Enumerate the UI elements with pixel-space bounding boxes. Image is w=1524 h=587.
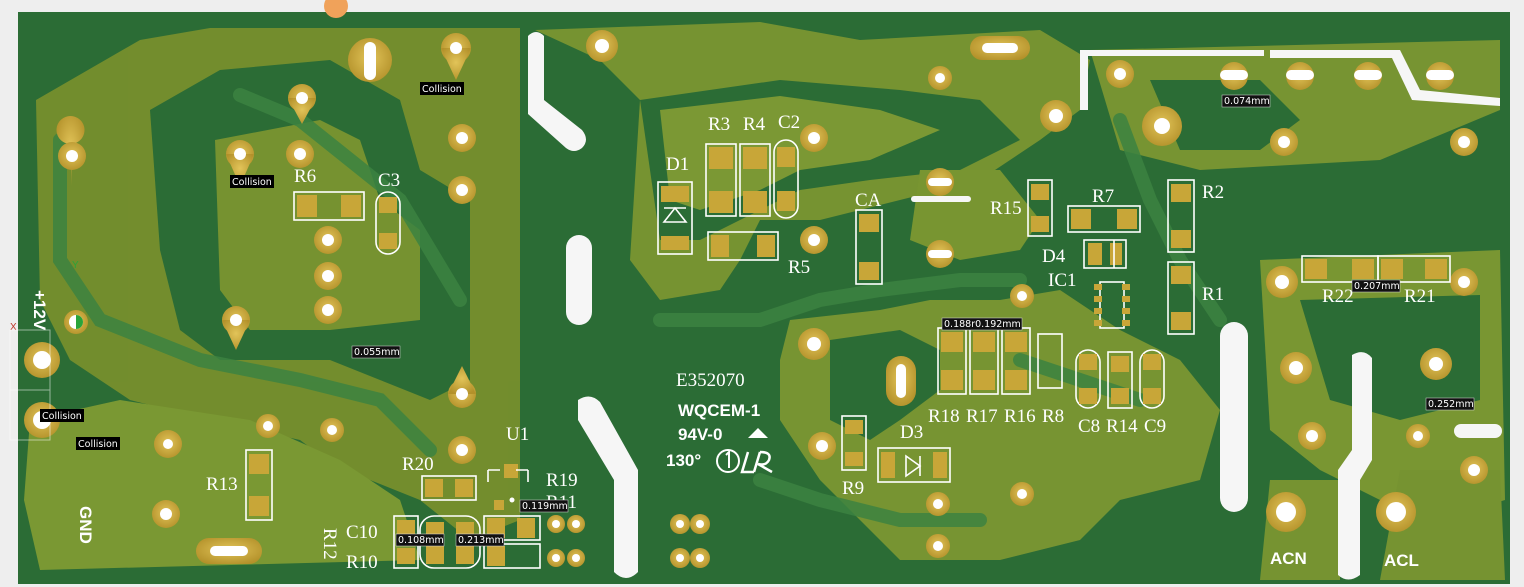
marking-acn: ACN	[1270, 549, 1307, 568]
label-c3: C3	[378, 170, 400, 191]
label-ic1: IC1	[1048, 270, 1077, 291]
measure-252: 0.252mm	[1428, 399, 1474, 410]
label-r7: R7	[1092, 186, 1114, 207]
collision-1: Collision	[422, 84, 462, 95]
cursor-marker	[324, 0, 348, 18]
measure-213: 0.213mm	[458, 535, 504, 546]
label-c9: C9	[1144, 416, 1166, 437]
label-c2: C2	[778, 112, 800, 133]
label-r17: R17	[966, 406, 998, 427]
label-d3: D3	[900, 422, 923, 443]
label-r19: R19	[546, 470, 578, 491]
copper-traces	[53, 88, 1227, 527]
through-hole-pads	[24, 30, 1488, 568]
collision-3: Collision	[42, 411, 82, 422]
axis-y-label: Y	[72, 260, 79, 271]
label-r13: R13	[206, 474, 238, 495]
label-r8: R8	[1042, 406, 1064, 427]
label-r22: R22	[1322, 286, 1354, 307]
collision-tags: Collision Collision Collision Collision	[40, 82, 464, 450]
label-r14: R14	[1106, 416, 1138, 437]
marking-gnd: GND	[76, 506, 95, 544]
label-r18: R18	[928, 406, 960, 427]
label-r10: R10	[346, 552, 378, 573]
silkscreen-labels: R3 R4 C2 D1 R6 C3 R5 CA R15 R7 R2 D4 IC1…	[206, 112, 1436, 573]
collision-2: Collision	[232, 177, 272, 188]
label-r16: R16	[1004, 406, 1036, 427]
label-r3: R3	[708, 114, 730, 135]
label-ca: CA	[855, 190, 882, 211]
label-u1: U1	[506, 424, 529, 445]
label-d1: D1	[666, 154, 689, 175]
marking-acl: ACL	[1384, 551, 1419, 570]
origin-marker: Y X	[10, 260, 83, 333]
label-r20: R20	[402, 454, 434, 475]
measure-074: 0.074mm	[1224, 96, 1270, 107]
measure-188: 0.188r0.192mm	[944, 319, 1021, 330]
label-r21: R21	[1404, 286, 1436, 307]
label-r6: R6	[294, 166, 316, 187]
marking-flammability: 94V-0	[678, 425, 722, 444]
axis-x-label: X	[10, 322, 17, 333]
recycle-one-icon	[716, 449, 740, 473]
measurement-tags: 0.074mm 0.055mm 0.188r0.192mm 0.207mm 0.…	[351, 94, 1475, 547]
smd-components	[245, 139, 1451, 569]
marking-cert: E352070	[676, 370, 745, 391]
label-r2: R2	[1202, 182, 1224, 203]
marking-plus12v: +12V	[30, 290, 49, 331]
label-d4: D4	[1042, 246, 1066, 267]
board-slots	[528, 32, 1502, 580]
label-c10: C10	[346, 522, 378, 543]
triangle-icon	[748, 428, 768, 438]
label-r1: R1	[1202, 284, 1224, 305]
measure-108: 0.108mm	[398, 535, 444, 546]
label-r9: R9	[842, 478, 864, 499]
collision-4: Collision	[78, 439, 118, 450]
label-c8: C8	[1078, 416, 1100, 437]
board-markings: E352070 WQCEM-1 94V-0 130° +12V GND ACN …	[30, 290, 1419, 570]
label-r12: R12	[319, 528, 340, 560]
label-r15: R15	[990, 198, 1022, 219]
measure-119: 0.119mm	[522, 501, 568, 512]
marking-material: WQCEM-1	[678, 401, 760, 420]
label-r5: R5	[788, 257, 810, 278]
marking-temperature: 130°	[666, 451, 701, 470]
measure-207: 0.207mm	[1354, 281, 1400, 292]
label-r4: R4	[743, 114, 766, 135]
ul-recognition-icon	[740, 450, 773, 474]
measure-055: 0.055mm	[354, 347, 400, 358]
